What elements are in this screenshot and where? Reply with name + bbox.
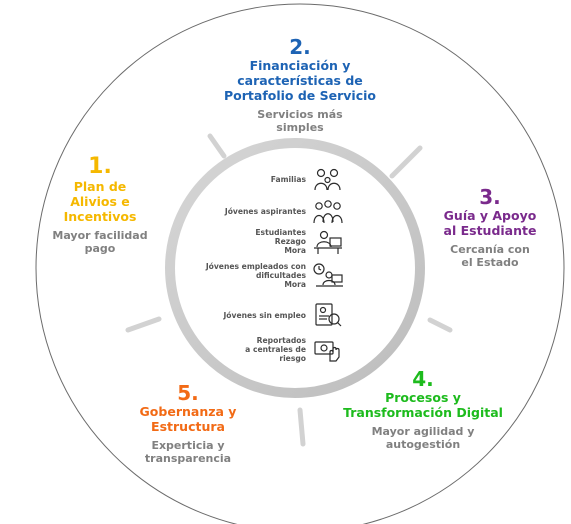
segment-subtitle: Servicios más simples: [200, 108, 400, 134]
segment-subtitle: Experticia y transparencia: [118, 439, 258, 465]
segment-subtitle: Mayor facilidad pago: [40, 229, 160, 255]
subtitle-line: Cercanía con: [450, 243, 530, 256]
subtitle-line: Mayor facilidad: [52, 229, 148, 242]
segment-4: 4. Procesos y Transformación Digital May…: [333, 368, 513, 451]
label-line: Mora: [284, 280, 306, 289]
center-item-jovenes-empleados: Jóvenes empleados con dificultades Mora: [200, 262, 344, 289]
label-line: Jóvenes aspirantes: [224, 206, 306, 216]
center-item-familias: Familias: [200, 166, 344, 192]
segment-number: 2.: [289, 35, 311, 59]
subtitle-line: autogestión: [385, 438, 461, 451]
segment-title: Financiación y características de Portaf…: [200, 58, 400, 103]
title-line: Alivios e: [70, 194, 130, 209]
label-line: Reportados: [256, 336, 306, 345]
segment-title: Guía y Apoyo al Estudiante: [425, 208, 555, 238]
job-search-icon: [315, 303, 342, 327]
family-icon: [314, 168, 341, 191]
subtitle-line: el Estado: [461, 256, 519, 269]
spoke: [125, 316, 162, 333]
segment-number: 1.: [88, 154, 112, 179]
spoke: [297, 407, 306, 447]
inner-ring: [165, 138, 425, 398]
title-line: Plan de: [73, 179, 127, 194]
title-line: Financiación y: [249, 58, 351, 73]
outer-circle: [35, 3, 565, 524]
spokes: [125, 133, 453, 447]
center-item-label: Familias: [200, 175, 306, 184]
subtitle-line: transparencia: [144, 452, 232, 465]
label-line: Rezago: [274, 237, 306, 246]
segment-title: Gobernanza y Estructura: [118, 404, 258, 434]
center-item-label: Jóvenes aspirantes: [200, 207, 306, 216]
label-line: Familias: [270, 174, 306, 184]
center-item-jovenes-aspirantes: Jóvenes aspirantes: [200, 198, 344, 224]
title-line: Gobernanza y: [139, 404, 237, 419]
spoke: [427, 317, 453, 333]
subtitle-line: Servicios más: [257, 108, 343, 121]
label-line: riesgo: [279, 354, 306, 363]
segment-subtitle: Cercanía con el Estado: [425, 243, 555, 269]
student-desk-icon: [314, 230, 342, 254]
label-line: Estudiantes: [255, 228, 306, 237]
title-line: características de: [237, 73, 363, 88]
segment-3: 3. Guía y Apoyo al Estudiante Cercanía c…: [425, 186, 555, 269]
subtitle-line: Experticia y: [151, 439, 225, 452]
spoke: [389, 145, 423, 179]
title-line: Portafolio de Servicio: [224, 88, 376, 103]
segment-number: 5.: [177, 381, 199, 405]
young-people-icon: [313, 200, 343, 224]
money-hand-icon: [314, 340, 340, 362]
employee-clock-icon: [313, 262, 343, 287]
segment-number: 4.: [412, 367, 434, 391]
segment-number: 3.: [479, 185, 501, 209]
segment-5: 5. Gobernanza y Estructura Experticia y …: [118, 382, 258, 465]
label-line: Jóvenes empleados con: [205, 262, 306, 271]
subtitle-line: Mayor agilidad y: [371, 425, 475, 438]
segment-2: 2. Financiación y características de Por…: [200, 36, 400, 134]
subtitle-line: simples: [276, 121, 324, 134]
title-line: Estructura: [151, 419, 225, 434]
center-item-label: Estudiantes Rezago Mora: [200, 228, 306, 255]
segment-title: Procesos y Transformación Digital: [333, 390, 513, 420]
label-line: Jóvenes sin empleo: [223, 310, 306, 320]
label-line: dificultades: [255, 271, 306, 280]
center-item-label: Reportados a centrales de riesgo: [200, 336, 306, 363]
spoke: [207, 133, 227, 159]
title-line: Procesos y: [385, 390, 461, 405]
center-item-label: Jóvenes empleados con dificultades Mora: [200, 262, 306, 289]
center-item-jovenes-sin-empleo: Jóvenes sin empleo: [200, 302, 344, 328]
center-item-reportados: Reportados a centrales de riesgo: [200, 336, 344, 363]
center-item-estudiantes: Estudiantes Rezago Mora: [200, 228, 344, 255]
segment-subtitle: Mayor agilidad y autogestión: [333, 425, 513, 451]
title-line: Transformación Digital: [343, 405, 503, 420]
label-line: Mora: [284, 246, 306, 255]
subtitle-line: pago: [84, 242, 116, 255]
title-line: al Estudiante: [443, 223, 537, 238]
title-line: Guía y Apoyo: [443, 208, 537, 223]
label-line: a centrales de: [245, 345, 306, 354]
segment-title: Plan de Alivios e Incentivos: [40, 179, 160, 224]
center-item-label: Jóvenes sin empleo: [200, 311, 306, 320]
title-line: Incentivos: [63, 209, 137, 224]
segment-1: 1. Plan de Alivios e Incentivos Mayor fa…: [40, 154, 160, 256]
